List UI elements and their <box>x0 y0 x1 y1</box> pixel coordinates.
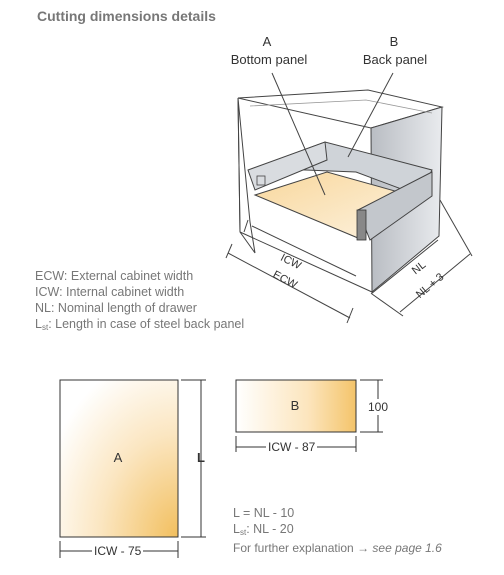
panel-b-shape <box>235 379 357 433</box>
callout-b-name: Back panel <box>362 52 428 67</box>
panel-a-shape <box>59 379 179 538</box>
page-title: Cutting dimensions details <box>37 8 216 24</box>
panel-a-width-label: ICW - 75 <box>92 544 144 558</box>
panel-a-length-label: L <box>197 450 205 465</box>
formulas: L = NL - 10 Lst: NL - 20 <box>233 505 294 541</box>
callout-b-letter: B <box>389 34 399 49</box>
see-page-link[interactable]: see page 1.6 <box>372 541 442 555</box>
callout-a-letter: A <box>262 34 272 49</box>
formula-l: L = NL - 10 <box>233 506 295 520</box>
panel-b-height-label: 100 <box>368 399 389 415</box>
legend-icw: ICW: Internal cabinet width <box>35 285 185 299</box>
legend-nl: NL: Nominal length of drawer <box>35 301 197 315</box>
arrow-right-icon: → <box>357 541 370 555</box>
legend-lst: Lst: Length in case of steel back panel <box>35 317 245 332</box>
panel-a-label: A <box>113 450 123 465</box>
callout-a-name: Bottom panel <box>230 52 308 67</box>
legend: ECW: External cabinet width ICW: Interna… <box>35 268 244 336</box>
formula-lst: Lst: NL - 20 <box>233 522 294 537</box>
panel-b-width-label: ICW - 87 <box>266 440 318 454</box>
further-explanation: For further explanation → see page 1.6 <box>233 541 442 555</box>
panel-b-label: B <box>290 398 300 413</box>
legend-ecw: ECW: External cabinet width <box>35 269 194 283</box>
